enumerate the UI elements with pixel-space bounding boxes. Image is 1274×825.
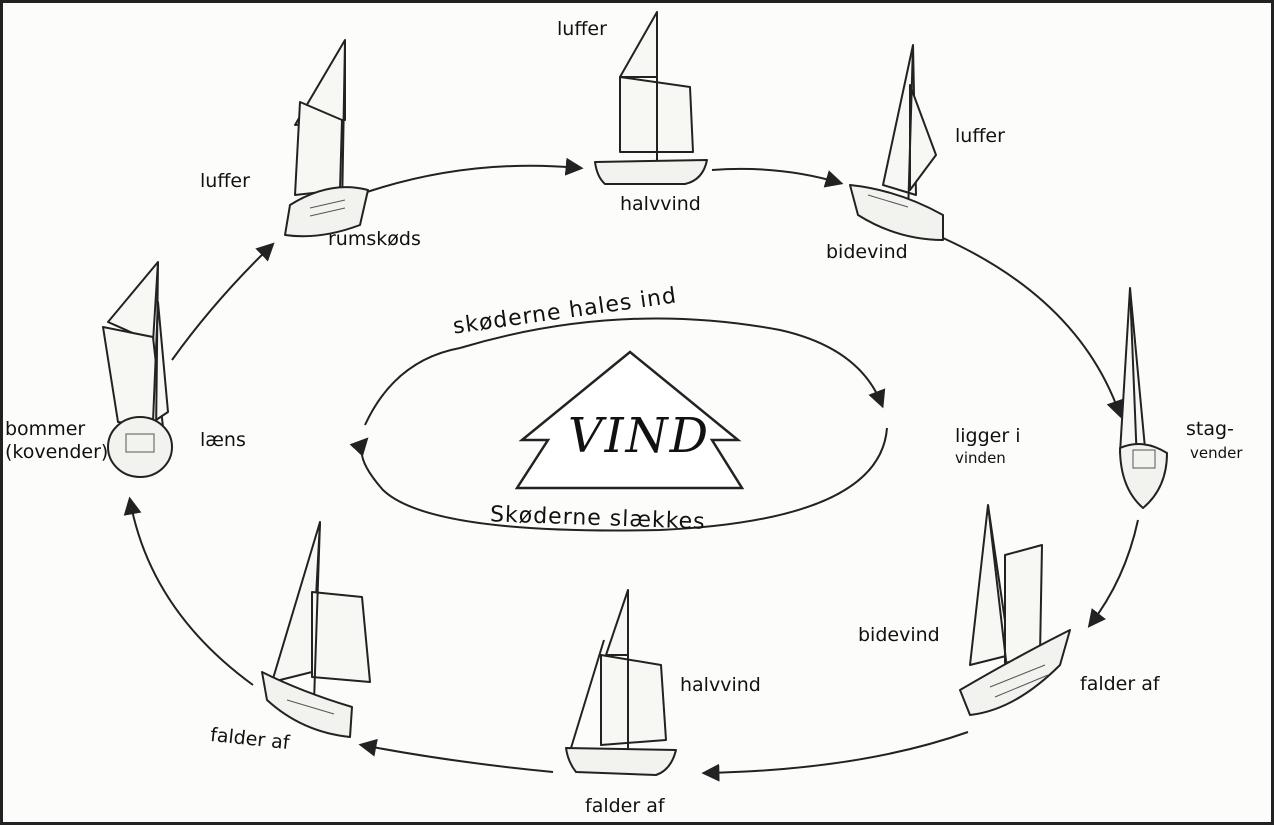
arrow-halvvind-to-bidevind: [712, 169, 840, 183]
boat-rumskods-top: [285, 40, 368, 236]
label-halvvind-1: halvvind: [620, 195, 701, 215]
boat-stagvender-right: [1120, 288, 1167, 508]
inner-arc-left: [365, 348, 460, 425]
arrow-to-rumshods: [362, 745, 553, 772]
label-luffer-1: luffer: [200, 172, 250, 192]
boat-bommer-left: [103, 262, 172, 477]
boat-rumshods-bottom-left: [262, 522, 370, 737]
wind-label: VIND: [568, 408, 710, 464]
arrow-bommer-to-rumskods: [172, 245, 272, 360]
label-falder-af-1: falder af: [1080, 675, 1160, 695]
label-laens: læns: [200, 431, 246, 451]
arrow-rumskods-to-halvvind: [367, 166, 580, 192]
label-vinden: vinden: [955, 451, 1006, 467]
boat-halvvind-top: [595, 12, 707, 184]
label-falder-af-3: falder af: [585, 797, 665, 817]
label-halvvind-2: halvvind: [680, 676, 761, 696]
label-bommer: bommer: [5, 420, 85, 440]
label-bidevind-1: bidevind: [826, 243, 908, 263]
label-kovender: (kovender): [5, 443, 108, 463]
boat-bidevind-bottom-right: [960, 505, 1070, 715]
label-bidevind-2: bidevind: [858, 626, 940, 646]
arrow-to-halvvind-bottom: [705, 732, 968, 773]
boat-halvvind-bottom: [566, 590, 676, 775]
label-stagvender-1: stag-: [1186, 420, 1234, 440]
arrow-stagvender-to-bidevind: [1090, 520, 1138, 625]
arrow-bidevind-to-stagvender: [943, 238, 1120, 415]
label-ligger-i: ligger i: [955, 427, 1021, 447]
arrow-to-bommer: [130, 500, 253, 685]
boat-bidevind-top: [850, 45, 943, 240]
label-luffer-3: luffer: [955, 127, 1005, 147]
label-stagvender-2: vender: [1190, 446, 1243, 462]
label-luffer-2: luffer: [557, 20, 607, 40]
label-rumskods-1: rumskøds: [328, 230, 421, 250]
